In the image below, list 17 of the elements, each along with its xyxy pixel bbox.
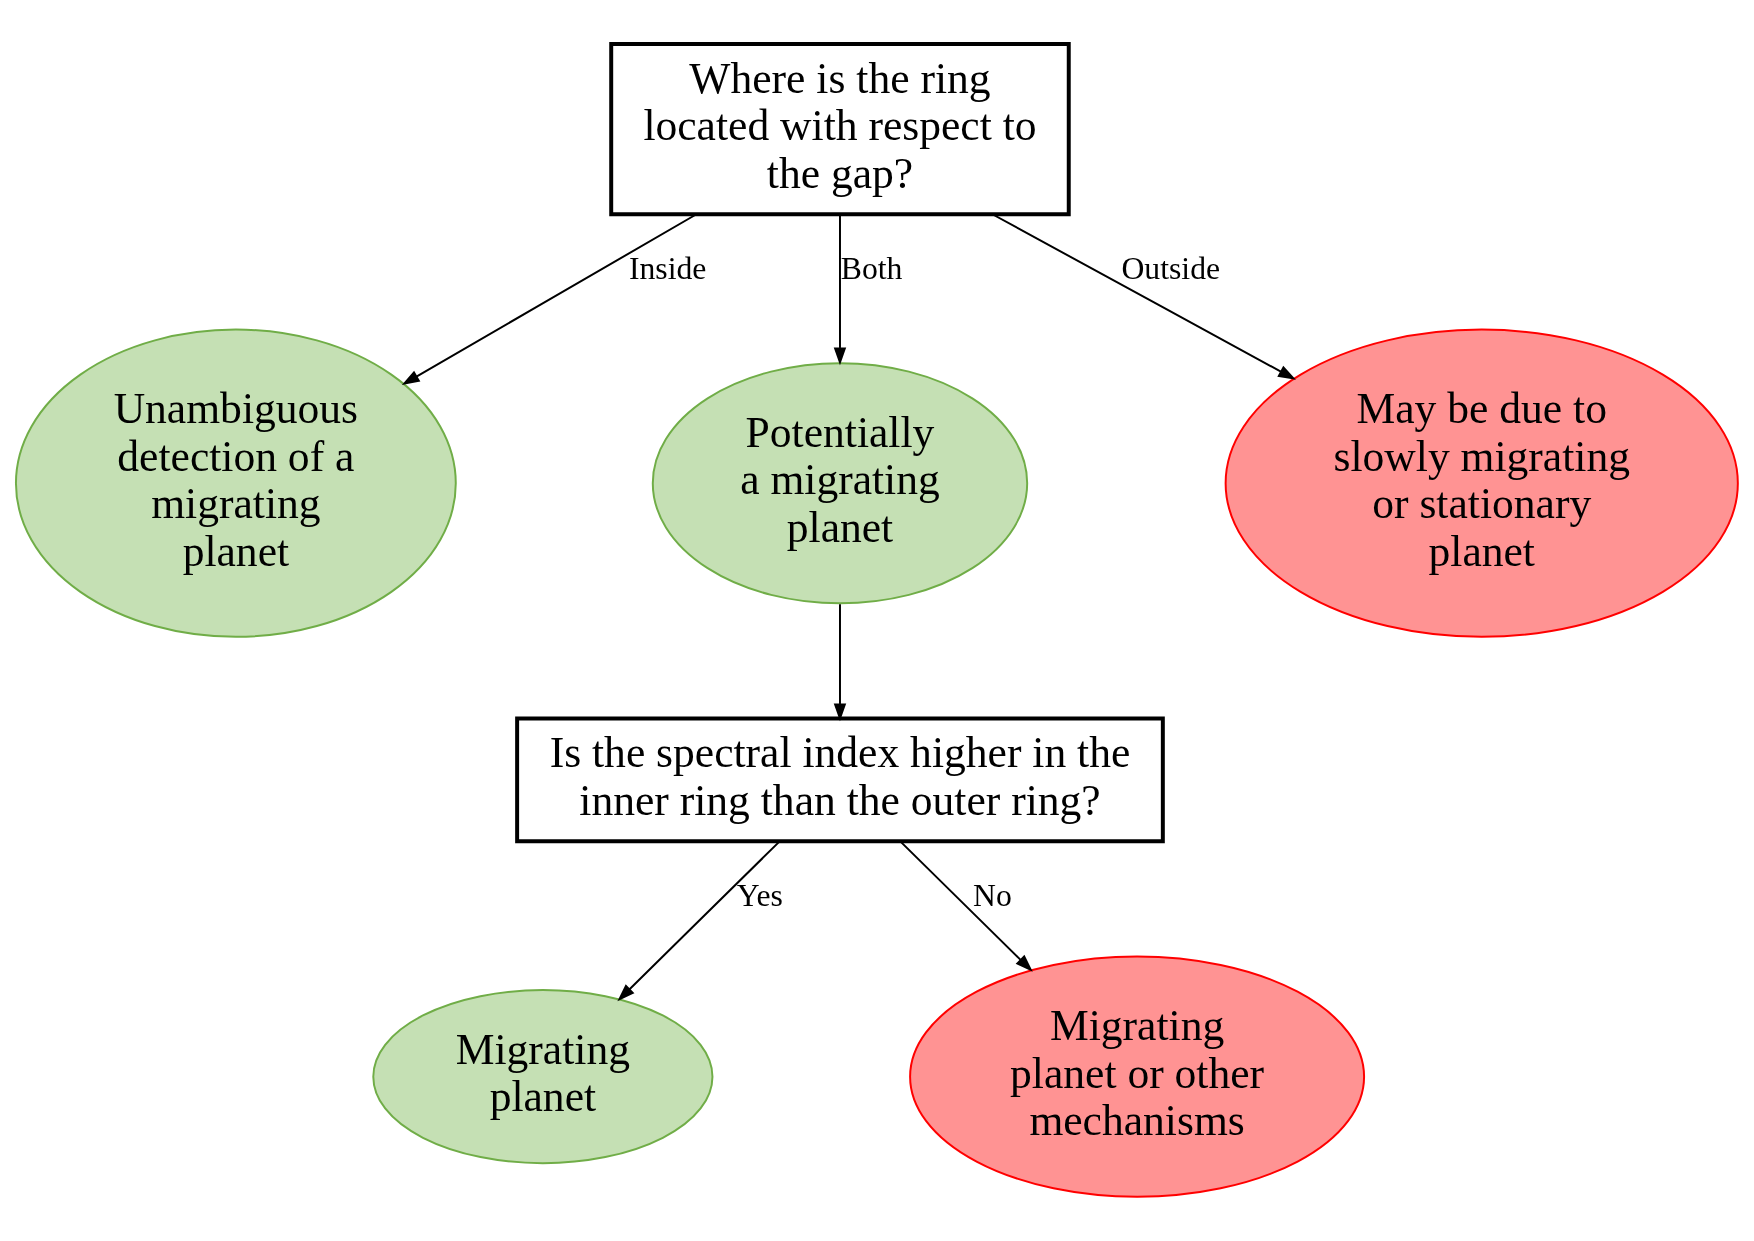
node-ellipse: May be due to slowly migrating or stationary planet — [1224, 328, 1739, 638]
edge-label: Both — [840, 251, 903, 287]
node-box: Is the spectral index higher in the inner ring than the outer ring? — [515, 716, 1165, 844]
edge-label: Yes — [736, 878, 783, 914]
arrow — [401, 213, 698, 386]
node-ellipse: Unambiguous detection of a migrating planet — [14, 328, 457, 638]
arrow — [899, 840, 1033, 972]
arrow — [617, 840, 781, 1002]
node-ellipse: Migrating planet — [372, 989, 714, 1165]
node-ellipse: Potentially a migrating planet — [651, 362, 1029, 605]
arrow — [991, 213, 1296, 380]
arrow — [833, 213, 847, 366]
arrow — [833, 603, 847, 722]
edge-label: Inside — [628, 251, 707, 287]
edge-label: No — [973, 878, 1012, 914]
node-box: Where is the ring located with respect to the gap? — [609, 41, 1071, 217]
edge-label: Outside — [1121, 251, 1221, 287]
